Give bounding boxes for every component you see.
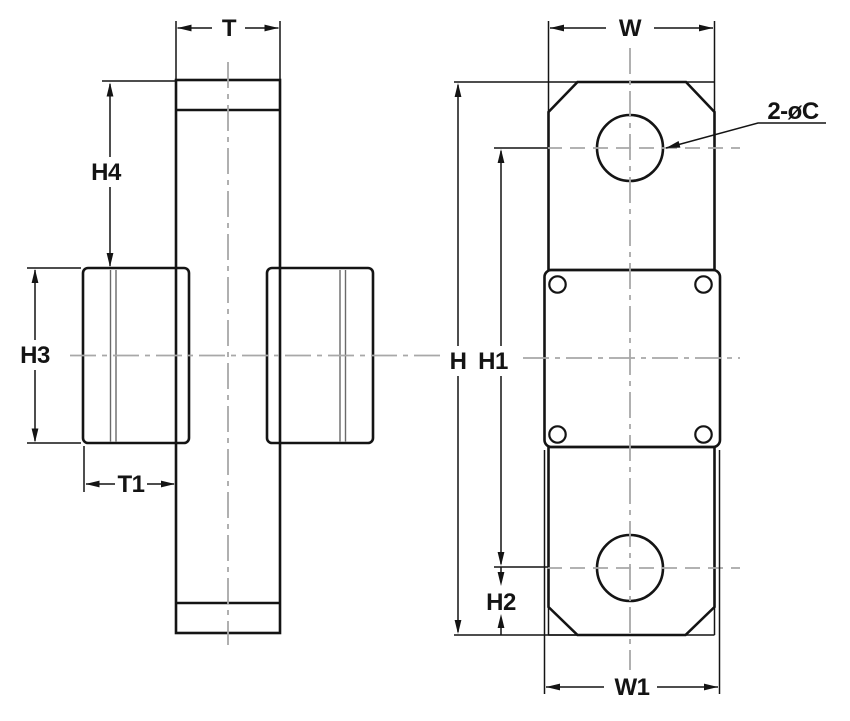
top-plate (547, 80, 716, 272)
dim-label-H1: H1 (478, 348, 508, 375)
dim-label-H4: H4 (91, 159, 122, 186)
dim-W-extension-lines (547, 21, 716, 112)
dimension-H1: H1 (478, 147, 548, 568)
dimension-H2: H2 (486, 567, 516, 635)
dim-T-extension-lines (175, 21, 281, 79)
bottom-plate (547, 445, 716, 637)
dim-label-W: W (619, 15, 642, 42)
centerlines (70, 48, 740, 670)
dim-H1-extension-lines (494, 147, 548, 568)
dimension-H: H (450, 81, 578, 636)
dim-label-H2: H2 (486, 589, 516, 616)
dim-H2-arrowheads (497, 572, 505, 628)
dim-W1-extension-lines (543, 450, 721, 694)
dimension-W1: W1 (543, 450, 721, 701)
dim-label-T1: T1 (117, 471, 144, 498)
dim-label-W1: W1 (615, 674, 650, 701)
dimension-H3: H3 (20, 267, 81, 444)
hole-callout: 2-øC (665, 98, 826, 149)
dim-H3-extension-lines (27, 267, 81, 444)
dimension-T: T (175, 15, 281, 79)
corner-extension-lines (547, 81, 716, 636)
bolt-hole-top-left (548, 275, 567, 294)
hole-callout-leader-line (665, 122, 826, 149)
dimension-H4: H4 (91, 80, 176, 267)
dim-H-extension-lines (454, 81, 578, 636)
bolt-hole-bottom-right (694, 425, 713, 444)
bolt-hole-top-right (694, 275, 713, 294)
bolt-hole-bottom-left (548, 425, 567, 444)
dimension-T1: T1 (83, 446, 175, 498)
hole-callout-label: 2-øC (767, 98, 819, 125)
dim-label-H: H (450, 348, 467, 375)
dim-label-H3: H3 (20, 342, 50, 369)
dim-label-T: T (222, 15, 237, 42)
hole-callout-arrowhead (666, 141, 681, 148)
dimension-W: W (547, 15, 716, 112)
